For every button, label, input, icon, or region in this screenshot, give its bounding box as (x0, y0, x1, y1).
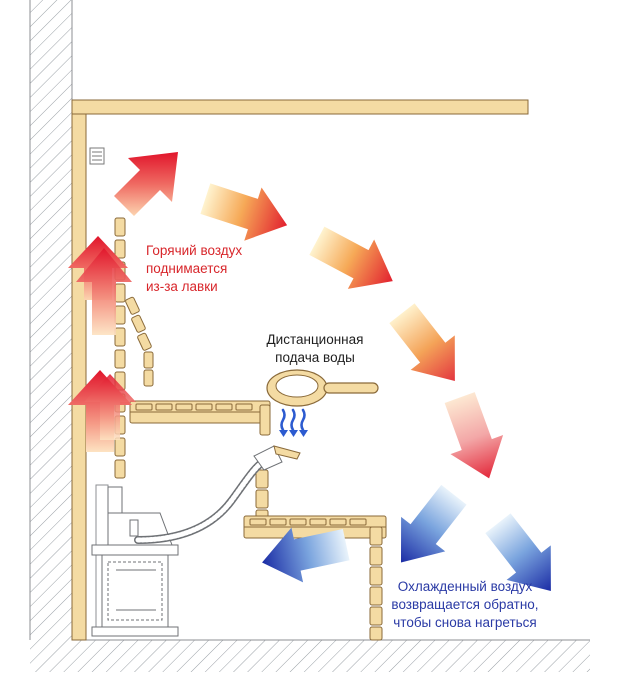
cool-air-arrow-1 (400, 484, 467, 563)
sauna-heater (91, 484, 179, 637)
cool-air-label: Охлажденный воздух возвращается обратно,… (378, 578, 552, 632)
floor (30, 639, 590, 672)
hot-air-label: Горячий воздух поднимается из-за лавки (146, 242, 242, 296)
lower-bench (243, 469, 387, 641)
warm-air-arrow-3 (389, 303, 455, 382)
cool-air-label-line-2: возвращается обратно, (391, 597, 539, 612)
cool-air-label-line-3: чтобы снова нагреться (393, 615, 537, 630)
hot-air-arrow-up-4 (84, 374, 136, 440)
water-hose (134, 456, 270, 544)
hot-air-arrow-up-2 (76, 248, 132, 335)
ladle-icon (266, 369, 379, 407)
hot-air-label-line-1: Горячий воздух (146, 243, 243, 258)
hot-air-arrow-diagonal (114, 152, 178, 216)
water-dispenser (253, 445, 301, 471)
upper-bench (129, 400, 271, 436)
wooden-lining (71, 99, 529, 641)
water-drops-icon (280, 408, 306, 432)
cool-air-label-line-1: Охлажденный воздух (397, 579, 533, 594)
warm-air-arrow-4 (444, 392, 504, 479)
vent-icon (89, 147, 105, 165)
cool-air-arrow-2 (485, 513, 551, 592)
hot-air-label-line-2: поднимается (146, 261, 228, 276)
left-wall (29, 0, 73, 640)
water-drop-tips (279, 430, 308, 437)
hot-air-label-line-3: из-за лавки (146, 279, 218, 294)
warm-air-arrow-1 (200, 183, 288, 241)
water-supply-label-line-1: Дистанционная (266, 332, 364, 347)
cool-air-arrow-3 (262, 527, 350, 583)
water-supply-label-line-2: подача воды (275, 350, 355, 365)
warm-air-arrow-2 (309, 226, 393, 289)
water-supply-label: Дистанционная подача воды (262, 331, 368, 367)
